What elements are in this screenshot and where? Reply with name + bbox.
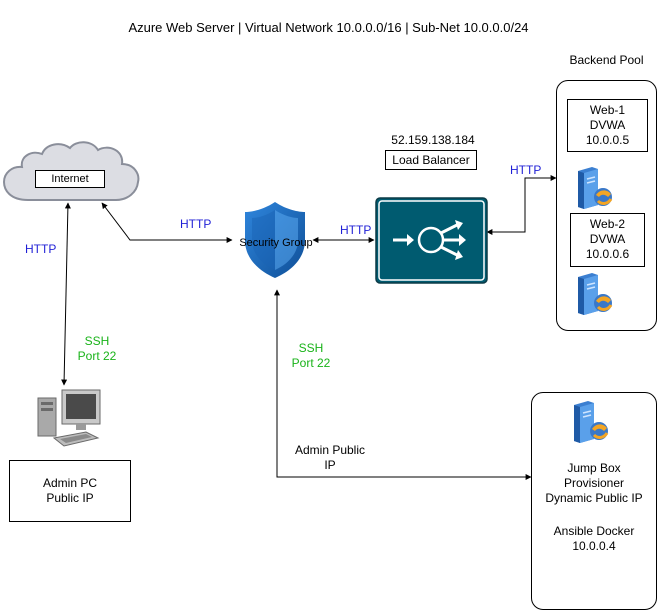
jump-box-container: Jump Box Provisioner Dynamic Public IP A… [531,392,657,610]
desktop-computer-icon [37,389,101,447]
admin-pc-box: Admin PC Public IP [9,460,131,522]
jump-box-line3: Dynamic Public IP [545,491,643,505]
jump-box-line4: Ansible Docker [553,524,635,538]
http-label-internet-sg: HTTP [180,217,212,231]
http-label-internet-adminpc: HTTP [25,242,57,256]
security-group-label: Security Group [239,237,313,249]
jump-box-line1: Jump Box [567,461,621,475]
ssh-label-adminpc: SSH Port 22 [72,334,122,364]
admin-public-ip-line2: IP [324,458,336,472]
load-balancer-ip: 52.159.138.184 [391,133,475,147]
security-group-node [243,200,307,280]
backend-pool-container: Web-1 DVWA 10.0.0.5 Web-2 DVWA 10.0.0.6 [556,80,657,331]
web-2-ip: 10.0.0.6 [585,247,630,261]
jump-box-line5: 10.0.0.4 [572,539,616,553]
backend-pool-label: Backend Pool [569,53,644,67]
edge-loadbalancer-backendpool [486,175,557,235]
admin-public-ip-line1: Admin Public [294,443,366,457]
web-1-ip: 10.0.0.5 [585,133,630,147]
admin-pc-line1: Admin PC [42,476,98,490]
internet-node: Internet [0,138,143,206]
port-label: Port 22 [291,356,331,370]
ssh-label: SSH [298,341,324,355]
web-1-app: DVWA [589,118,626,132]
edge-internet-securitygroup [101,202,233,243]
server-icon [578,273,613,315]
admin-pc-line2: Public IP [46,491,94,505]
ssh-label-jumpbox: SSH Port 22 [286,341,336,371]
web-2-name: Web-2 [589,217,626,231]
web-1-name: Web-1 [589,103,626,117]
web-2-box: Web-2 DVWA 10.0.0.6 [570,213,645,267]
internet-label: Internet [35,170,105,188]
server-icon [574,401,609,443]
port-label: Port 22 [77,349,117,363]
diagram-title: Azure Web Server | Virtual Network 10.0.… [128,20,529,35]
edge-securitygroup-jumpbox [274,289,532,480]
edge-internet-adminpc [61,202,71,386]
server-icon [578,167,613,209]
jump-box-text: Jump Box Provisioner Dynamic Public IP A… [532,461,656,554]
jump-box-line2: Provisioner [563,476,625,490]
shield-icon [245,202,305,278]
load-balancer-label: Load Balancer [385,150,477,170]
load-balancer-icon [375,197,488,284]
load-balancer-node [375,197,488,284]
http-label-sg-lb: HTTP [340,223,372,237]
web-1-box: Web-1 DVWA 10.0.0.5 [567,99,648,152]
http-label-lb-pool: HTTP [510,163,542,177]
admin-public-ip-label: Admin Public IP [288,443,372,473]
ssh-label: SSH [84,334,110,348]
web-2-app: DVWA [589,232,626,246]
